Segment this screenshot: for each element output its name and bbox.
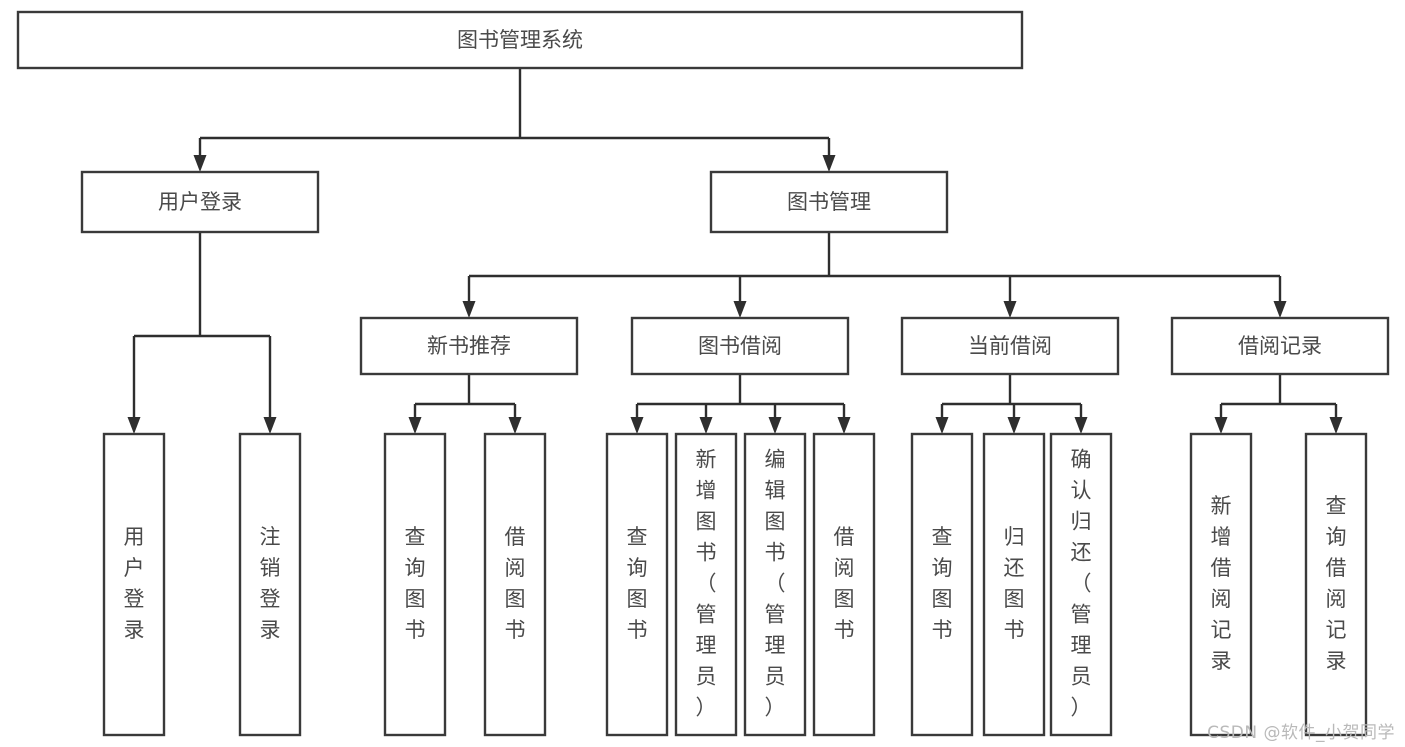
node-borrow-records[interactable]: 借阅记录 — [1170, 316, 1390, 376]
node-label-new-book-recommend: 新书推荐 — [427, 334, 511, 358]
node-box-current-borrow[interactable] — [900, 316, 1120, 376]
node-label-leaf-query-book-1: 查询图书 — [405, 525, 426, 642]
node-leaf-add-borrow-record[interactable]: 新增借阅记录 — [1189, 432, 1253, 737]
node-label-user-login: 用户登录 — [158, 190, 242, 214]
node-label-leaf-confirm-return-admin: 确认归还（管理员） — [1071, 448, 1092, 720]
node-new-book-recommend[interactable]: 新书推荐 — [359, 316, 579, 376]
node-box-leaf-confirm-return-admin[interactable] — [1049, 432, 1113, 737]
arrow-head-leaf-query-borrow-record — [1329, 417, 1343, 434]
arrow-head-leaf-confirm-return-admin — [1074, 417, 1088, 434]
arrow-head-leaf-edit-book-admin — [768, 417, 782, 434]
arrow-head-user-login — [193, 155, 207, 172]
node-label-book-management: 图书管理 — [787, 190, 871, 214]
arrow-head-leaf-query-book-2 — [630, 417, 644, 434]
arrow-head-leaf-query-book-3 — [935, 417, 949, 434]
arrow-head-leaf-add-borrow-record — [1214, 417, 1228, 434]
node-leaf-user-login[interactable]: 用户登录 — [102, 432, 166, 737]
node-leaf-logout[interactable]: 注销登录 — [238, 432, 302, 737]
arrow-head-borrow-records — [1273, 301, 1287, 318]
arrow-head-book-borrow — [733, 301, 747, 318]
node-label-leaf-borrow-book-1: 借阅图书 — [505, 525, 526, 642]
node-leaf-add-book-admin[interactable]: 新增图书（管理员） — [674, 432, 738, 737]
node-box-leaf-user-login[interactable] — [102, 432, 166, 737]
node-leaf-query-book-2[interactable]: 查询图书 — [605, 432, 669, 737]
node-box-book-borrow[interactable] — [630, 316, 850, 376]
node-box-leaf-add-borrow-record[interactable] — [1189, 432, 1253, 737]
node-box-root[interactable] — [16, 10, 1024, 70]
node-label-leaf-user-login: 用户登录 — [124, 525, 145, 642]
node-leaf-confirm-return-admin[interactable]: 确认归还（管理员） — [1049, 432, 1113, 737]
node-book-management[interactable]: 图书管理 — [709, 170, 949, 234]
arrow-head-leaf-user-login — [127, 417, 141, 434]
node-label-leaf-add-book-admin: 新增图书（管理员） — [696, 448, 717, 720]
arrow-head-leaf-add-book-admin — [699, 417, 713, 434]
node-label-leaf-edit-book-admin: 编辑图书（管理员） — [765, 448, 786, 720]
arrow-head-book-management — [822, 155, 836, 172]
node-box-leaf-query-book-3[interactable] — [910, 432, 974, 737]
node-box-book-management[interactable] — [709, 170, 949, 234]
arrow-head-leaf-logout — [263, 417, 277, 434]
node-label-leaf-query-book-3: 查询图书 — [932, 525, 953, 642]
node-label-book-borrow: 图书借阅 — [698, 334, 782, 358]
connector-layer — [127, 68, 1343, 434]
node-box-leaf-query-book-1[interactable] — [383, 432, 447, 737]
node-label-leaf-return-book: 归还图书 — [1004, 525, 1025, 642]
node-label-leaf-query-book-2: 查询图书 — [627, 525, 648, 642]
node-label-leaf-borrow-book-2: 借阅图书 — [834, 525, 855, 642]
node-root[interactable]: 图书管理系统 — [16, 10, 1024, 70]
node-leaf-edit-book-admin[interactable]: 编辑图书（管理员） — [743, 432, 807, 737]
node-leaf-borrow-book-1[interactable]: 借阅图书 — [483, 432, 547, 737]
node-leaf-query-book-1[interactable]: 查询图书 — [383, 432, 447, 737]
node-box-leaf-query-book-2[interactable] — [605, 432, 669, 737]
node-user-login[interactable]: 用户登录 — [80, 170, 320, 234]
node-box-leaf-borrow-book-1[interactable] — [483, 432, 547, 737]
node-leaf-query-borrow-record[interactable]: 查询借阅记录 — [1304, 432, 1368, 737]
node-box-user-login[interactable] — [80, 170, 320, 234]
node-current-borrow[interactable]: 当前借阅 — [900, 316, 1120, 376]
arrow-head-new-book-recommend — [462, 301, 476, 318]
node-layer: 图书管理系统用户登录图书管理新书推荐图书借阅当前借阅借阅记录用户登录注销登录查询… — [16, 10, 1390, 737]
node-box-leaf-add-book-admin[interactable] — [674, 432, 738, 737]
arrow-head-leaf-query-book-1 — [408, 417, 422, 434]
node-box-borrow-records[interactable] — [1170, 316, 1390, 376]
node-label-borrow-records: 借阅记录 — [1238, 334, 1322, 358]
node-label-current-borrow: 当前借阅 — [968, 334, 1052, 358]
node-leaf-borrow-book-2[interactable]: 借阅图书 — [812, 432, 876, 737]
arrow-head-leaf-borrow-book-1 — [508, 417, 522, 434]
arrow-head-leaf-borrow-book-2 — [837, 417, 851, 434]
node-label-leaf-logout: 注销登录 — [260, 525, 281, 642]
node-book-borrow[interactable]: 图书借阅 — [630, 316, 850, 376]
node-box-new-book-recommend[interactable] — [359, 316, 579, 376]
node-box-leaf-edit-book-admin[interactable] — [743, 432, 807, 737]
node-box-leaf-logout[interactable] — [238, 432, 302, 737]
arrow-head-current-borrow — [1003, 301, 1017, 318]
node-leaf-query-book-3[interactable]: 查询图书 — [910, 432, 974, 737]
node-leaf-return-book[interactable]: 归还图书 — [982, 432, 1046, 737]
csdn-watermark: CSDN @软件_小贺同学 — [1207, 723, 1395, 743]
node-box-leaf-query-borrow-record[interactable] — [1304, 432, 1368, 737]
node-label-leaf-add-borrow-record: 新增借阅记录 — [1211, 494, 1232, 673]
arrow-head-leaf-return-book — [1007, 417, 1021, 434]
node-box-leaf-return-book[interactable] — [982, 432, 1046, 737]
node-label-leaf-query-borrow-record: 查询借阅记录 — [1326, 494, 1347, 673]
node-box-leaf-borrow-book-2[interactable] — [812, 432, 876, 737]
node-label-root: 图书管理系统 — [457, 28, 583, 52]
